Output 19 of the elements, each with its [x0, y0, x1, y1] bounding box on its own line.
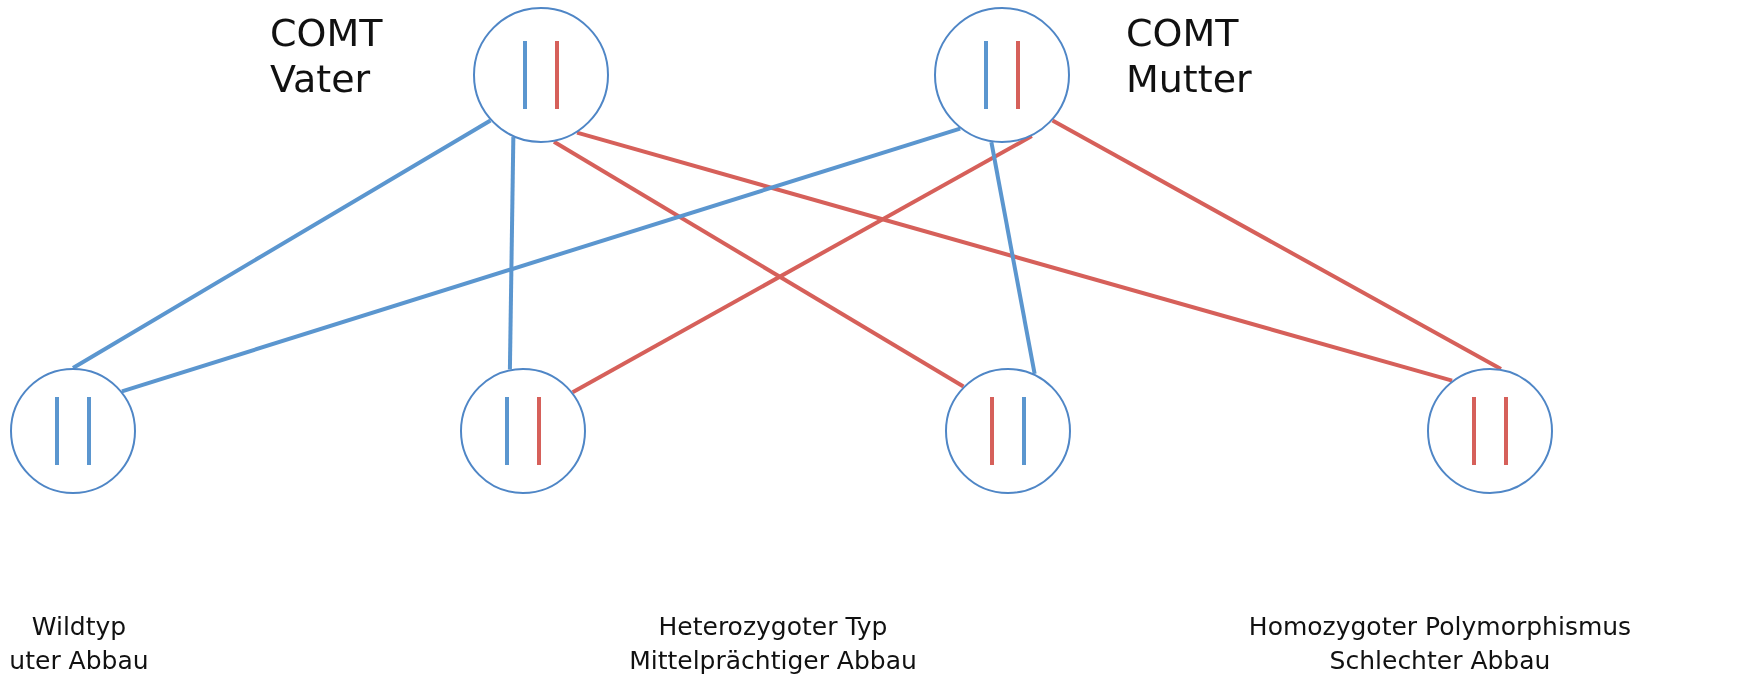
chromosome-pair-circle [934, 7, 1070, 143]
chromosome-pair-circle [945, 368, 1071, 494]
chromosome-pair-circle [460, 368, 586, 494]
connector-line [989, 141, 1037, 375]
chromosome-pair-circle [10, 368, 136, 494]
connector-line [571, 134, 1033, 394]
connector-line [552, 140, 965, 389]
genotype-caption: Wildtyp uter Abbau [8, 611, 150, 677]
genotype-caption: Homozygoter Polymorphismus Schlechter Abbau [1247, 611, 1633, 677]
connector-line [71, 118, 492, 370]
connector-line [576, 130, 1453, 383]
parent-label: COMT Mutter [1126, 10, 1253, 102]
genotype-caption: Heterozygoter Typ Mittelprächtiger Abbau [628, 611, 918, 677]
connector-line [1051, 118, 1502, 371]
parent-label: COMT Vater [270, 10, 384, 102]
connector-line [121, 126, 961, 394]
chromosome-pair-circle [1427, 368, 1553, 494]
chromosome-pair-circle [473, 7, 609, 143]
connector-line [507, 137, 516, 370]
